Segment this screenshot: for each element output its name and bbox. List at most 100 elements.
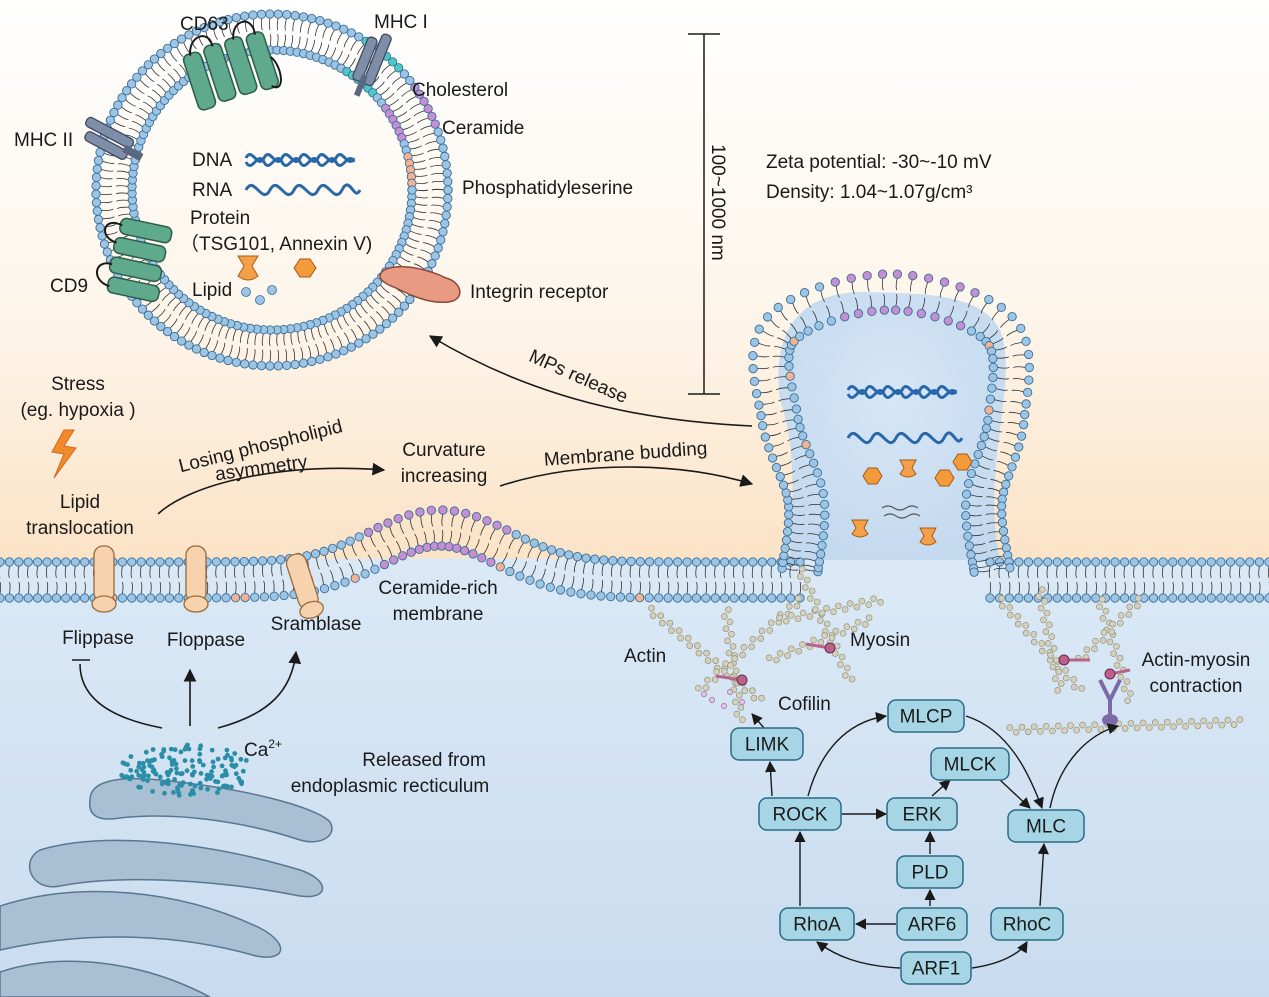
edge-rock-mlcp [807,711,888,797]
lipid-tails [757,278,1026,573]
calcium-ion [168,746,174,752]
cofilin-fragment [721,703,727,709]
calcium-ion [240,768,246,774]
calcium-ion [222,755,228,761]
calcium-ion [229,757,235,763]
calcium-label: Ca2+ [244,737,282,761]
pathway-node-erk: ERK [886,797,958,831]
pathway-node-rhoc: RhoC [990,907,1064,941]
edge-arf1-rhoc [971,941,1028,969]
calcium-ion [145,758,150,764]
calcium-ion [215,790,220,795]
calcium-ion [146,773,151,779]
protein-hexagon-icon [293,258,317,278]
calcium-ion [191,769,197,775]
density-label: Density: 1.04~1.07g/cm³ [766,182,972,203]
calcium-ion [210,759,216,765]
calcium-ion [172,747,178,753]
calcium-ion [197,758,202,763]
myosin-motor [1058,654,1090,666]
ceramide-label: Ceramide [442,118,524,139]
calcium-ion [176,792,182,798]
protein-cup-icon [919,527,937,546]
protein-hexagon-icon [952,453,973,471]
curvature-label-2: increasing [401,466,488,487]
pathway-node-arf1: ARF1 [900,951,972,985]
calcium-ion [171,758,177,763]
phosphatidylserine-label: Phosphatidyleserine [462,178,633,199]
calcium-ion [198,785,204,791]
stress-label: Stress [51,374,105,395]
calcium-ion [190,788,196,793]
edge-mlc-contraction [1049,723,1120,809]
lipid-translocation-label: Lipid [60,492,100,513]
calcium-ion [150,747,156,752]
calcium-ion [171,790,176,795]
curvature-label: Curvature [402,440,485,461]
myosin-motor [715,674,748,686]
svg-text:ARF1: ARF1 [912,959,961,980]
calcium-ion [120,760,126,766]
cholesterol-label: Cholesterol [412,80,508,101]
bud-interior [778,291,1006,560]
pathway-node-mlck: MLCK [930,747,1010,781]
pathway-node-limk: LIMK [730,727,804,761]
actin-filament [797,565,856,683]
calcium-ion [192,783,198,789]
edge-arf1-rhoa [816,941,901,969]
calcium-ion [219,763,225,769]
actin-filament [695,594,802,692]
calcium-ion [150,768,156,774]
lipid-fragment-icon [881,505,919,511]
calcium-ion [197,751,203,757]
calcium-ion [205,786,211,792]
calcium-ion [145,778,150,784]
calcium-ion [138,784,143,790]
integrin-label: Integrin receptor [470,282,609,303]
calcium-ion [215,756,221,762]
zeta-label: Zeta potential: -30~-10 mV [766,152,992,173]
edge-mlck-mlc [999,779,1031,809]
er-cisterna [29,839,324,898]
cd63-protein [182,20,282,111]
calcium-ion [161,747,167,752]
cofilin-fragment [727,689,733,695]
lipid-droplet-icon [255,295,265,305]
calcium-ion [197,780,203,786]
pathway-node-mlcp: MLCP [887,699,965,733]
calcium-ion [157,774,163,780]
signaling-pathway-edges [751,711,1120,969]
lipid-heads [985,557,1269,603]
protein-cup-icon [899,459,917,478]
cofilin-label: Cofilin [778,694,831,715]
membrane-enzymes [91,545,324,619]
er-cisterna [88,777,333,843]
calcium-ion [184,768,190,774]
calcium-ion [125,775,131,780]
calcium-ion [150,789,156,794]
stress-lightning-icon [51,429,77,479]
calcium-ion [229,762,235,768]
svg-text:ERK: ERK [902,805,941,826]
contraction-myosin [1098,679,1122,726]
er-cisterna [0,890,282,958]
calcium-ion [213,779,218,784]
svg-text:LIMK: LIMK [745,735,790,756]
calcium-ion [221,783,227,789]
cd9-label: CD9 [50,276,88,297]
actin-filament [1075,595,1142,662]
er-cisterna [0,960,211,997]
calcium-ion [223,771,229,776]
calcium-ion [174,770,180,776]
calcium-ion [172,777,178,782]
calcium-ion [140,760,146,766]
rna-strand-icon [244,183,362,197]
calcium-ion [233,771,239,777]
er-release-label: Released from [362,750,486,771]
vesicle-cargo [237,153,362,305]
actin-filament [765,614,873,664]
bud-dna-icon [846,385,958,395]
dna-label: DNA [192,150,232,171]
svg-text:ARF6: ARF6 [908,915,957,936]
